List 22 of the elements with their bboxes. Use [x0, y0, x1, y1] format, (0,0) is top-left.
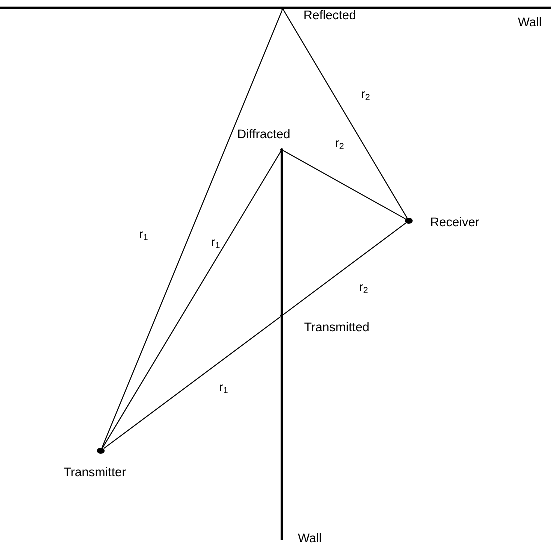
distance-label: r$_{2}$	[362, 92, 370, 100]
path-point	[280, 148, 284, 152]
distance-label: r$_{2}$	[360, 284, 368, 294]
point-label: Reflected	[304, 10, 356, 20]
point-label: Receiver	[431, 217, 480, 227]
ray-line	[283, 10, 408, 219]
distance-label: r$_{1}$	[140, 232, 148, 240]
ray-line	[282, 222, 407, 316]
distance-label: r$_{1}$	[212, 240, 220, 248]
distance-label: r$_{1}$	[220, 384, 228, 394]
point-label: Transmitter	[64, 467, 126, 477]
path-point	[280, 314, 284, 318]
wall-label: Wall	[298, 533, 322, 543]
ray-line	[282, 150, 406, 220]
point-label: Transmitted	[304, 322, 369, 332]
wall-label: Wall	[518, 17, 542, 27]
point-label: Diffracted	[238, 129, 290, 139]
path-point	[282, 8, 284, 10]
ray-line	[102, 150, 282, 449]
ray-line	[103, 316, 282, 450]
ray-line	[102, 10, 283, 448]
distance-label: r$_{2}$	[336, 140, 344, 150]
